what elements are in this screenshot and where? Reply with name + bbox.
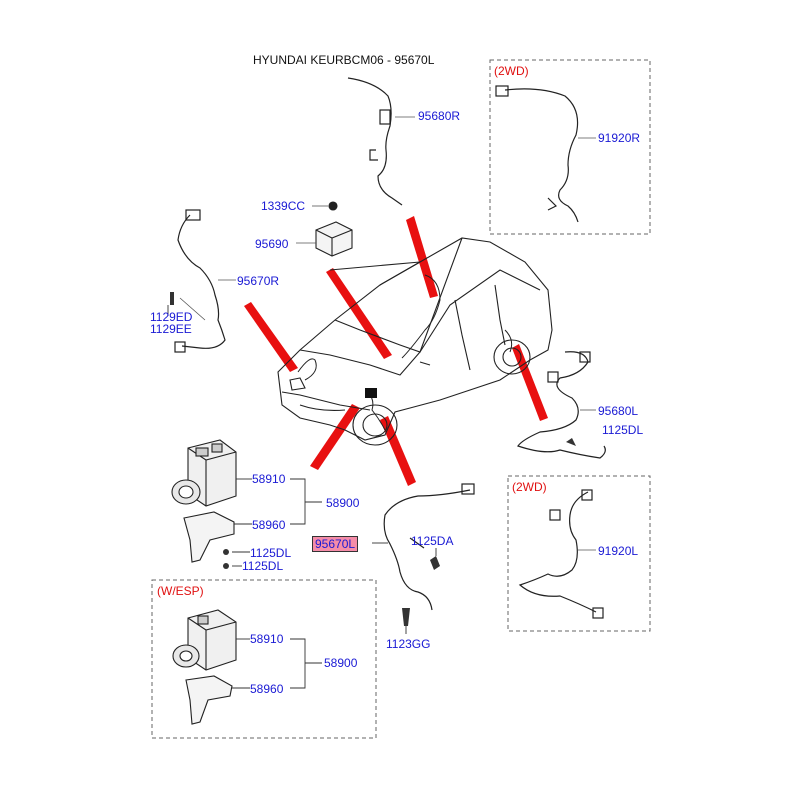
bolt-1125DL-right bbox=[566, 438, 576, 446]
part-label-1339CC[interactable]: 1339CC bbox=[261, 199, 306, 213]
part-label-1123GG[interactable]: 1123GG bbox=[386, 637, 431, 651]
abs-module-upper bbox=[171, 439, 237, 563]
pointer-front-left bbox=[244, 302, 298, 372]
part-label-1125DA[interactable]: 1125DA bbox=[411, 534, 454, 548]
part-label-95670R[interactable]: 95670R bbox=[237, 274, 280, 288]
diagram-title: HYUNDAI KEURBCM06 - 95670L bbox=[253, 53, 435, 67]
part-label-58960[interactable]: 58960 bbox=[252, 518, 286, 532]
wheel-sensor-91920L bbox=[518, 489, 604, 619]
abs-bolts bbox=[223, 549, 229, 569]
abs-unit-on-car bbox=[365, 388, 377, 398]
section-label-2wd-top: (2WD) bbox=[494, 64, 529, 78]
part-label-95670L-highlighted[interactable]: 95670L bbox=[312, 536, 359, 552]
pointer-front-sensor bbox=[380, 416, 416, 486]
pointer-roof bbox=[406, 216, 438, 298]
wheel-sensor-95670R bbox=[174, 209, 236, 353]
part-label-58900-esp[interactable]: 58900 bbox=[324, 656, 358, 670]
bolt-1123GG bbox=[402, 608, 410, 626]
part-label-58910[interactable]: 58910 bbox=[252, 472, 286, 486]
section-boxes bbox=[151, 59, 651, 739]
vehicle-wiring bbox=[297, 274, 513, 431]
part-label-1125DL-b[interactable]: 1125DL bbox=[242, 559, 284, 573]
part-label-58960-esp[interactable]: 58960 bbox=[250, 682, 284, 696]
red-pointers bbox=[244, 216, 548, 486]
bolt-1125DA bbox=[430, 556, 440, 570]
part-label-91920R[interactable]: 91920R bbox=[598, 131, 641, 145]
part-label-95680R[interactable]: 95680R bbox=[418, 109, 461, 123]
part-label-95690[interactable]: 95690 bbox=[255, 237, 289, 251]
leader-lines bbox=[167, 305, 437, 689]
pointer-hood bbox=[326, 268, 392, 359]
wheel-sensor-95670L bbox=[383, 483, 475, 611]
bolt-1129 bbox=[170, 292, 174, 305]
pointer-abs bbox=[310, 404, 360, 470]
wheel-sensor-91920R bbox=[495, 85, 596, 223]
wheel-sensor-95680L bbox=[517, 351, 606, 459]
section-label-w-esp: (W/ESP) bbox=[157, 584, 204, 598]
part-label-58900[interactable]: 58900 bbox=[326, 496, 360, 510]
part-label-1125DL-a[interactable]: 1125DL bbox=[250, 546, 292, 560]
abs-module-esp bbox=[172, 609, 237, 725]
pointer-rear bbox=[512, 344, 548, 421]
section-label-2wd-bottom: (2WD) bbox=[512, 480, 547, 494]
part-label-91920L[interactable]: 91920L bbox=[598, 544, 639, 558]
part-label-95680L[interactable]: 95680L bbox=[598, 404, 639, 418]
part-label-1129ED[interactable]: 1129ED bbox=[150, 310, 193, 324]
vehicle-drawing bbox=[277, 237, 553, 446]
part-label-1125DL-right[interactable]: 1125DL bbox=[602, 423, 644, 437]
part-label-1129EE[interactable]: 1129EE bbox=[150, 322, 192, 336]
part-label-58910-esp[interactable]: 58910 bbox=[250, 632, 284, 646]
wheel-sensor-95680R bbox=[347, 77, 415, 206]
module-95690 bbox=[296, 201, 353, 257]
